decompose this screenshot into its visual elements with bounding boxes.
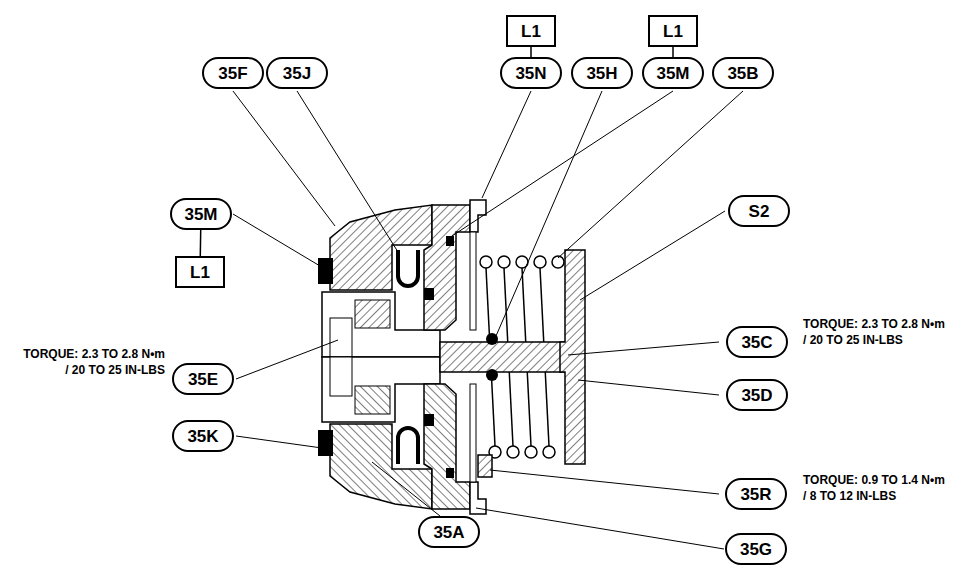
torque-note: TORQUE: 2.3 TO 2.8 N•m / 20 TO 25 IN-LBS: [803, 317, 951, 348]
callout-number: L1: [190, 264, 210, 281]
callout-bubble: 35K: [172, 420, 234, 452]
callout-number: 35M: [656, 65, 689, 82]
callout-number: 35R: [740, 486, 771, 503]
callout-number: 35J: [283, 65, 311, 82]
callout-number: 35K: [187, 428, 218, 445]
callout-number: 35E: [188, 371, 218, 388]
callout-bubble: 35D: [726, 379, 788, 411]
callout-number: 35G: [740, 541, 772, 558]
retainer: [560, 250, 585, 464]
connector-line: [530, 47, 532, 57]
callout-number: 35C: [741, 334, 772, 351]
callout-number: 35F: [218, 65, 247, 82]
lower-half: [318, 357, 486, 514]
leader-lines: [233, 91, 743, 549]
torque-note: TORQUE: 0.9 TO 1.4 N•m / 8 TO 12 IN-LBS: [803, 473, 951, 504]
callout-number: 35A: [433, 524, 464, 541]
callout-number: 35H: [586, 65, 617, 82]
callout-bubble: 35G: [725, 533, 787, 565]
callout-number: L1: [663, 23, 683, 40]
connector-line: [672, 47, 674, 57]
callout-number: 35D: [741, 387, 772, 404]
torque-note: TORQUE: 2.3 TO 2.8 N•m / 20 TO 25 IN-LBS: [20, 347, 165, 378]
callout-bubble: S2: [728, 195, 790, 227]
callout-number: S2: [749, 203, 770, 220]
reference-box: L1: [506, 15, 556, 47]
callout-number: 35B: [727, 65, 758, 82]
callout-bubble: 35R: [725, 478, 787, 510]
callout-bubble: 35F: [202, 57, 264, 89]
callout-number: 35N: [515, 65, 546, 82]
callout-bubble: 35N: [500, 57, 562, 89]
reference-box: L1: [175, 256, 225, 288]
reference-box: L1: [648, 15, 698, 47]
callout-bubble: 35M: [170, 198, 232, 230]
callout-bubble: 35H: [571, 57, 633, 89]
callout-bubble: 35C: [726, 326, 788, 358]
callout-bubble: 35E: [172, 363, 234, 395]
callout-bubble: 35J: [266, 57, 328, 89]
o-ring: [486, 369, 498, 381]
callout-bubble: 35M: [642, 57, 704, 89]
upper-half: [318, 200, 486, 357]
callout-number: L1: [521, 23, 541, 40]
connector-line: [200, 230, 202, 256]
callout-bubble: 35A: [418, 516, 480, 548]
set-screw: [478, 455, 492, 477]
callout-number: 35M: [184, 206, 217, 223]
callout-bubble: 35B: [712, 57, 774, 89]
shaft: [440, 342, 570, 372]
